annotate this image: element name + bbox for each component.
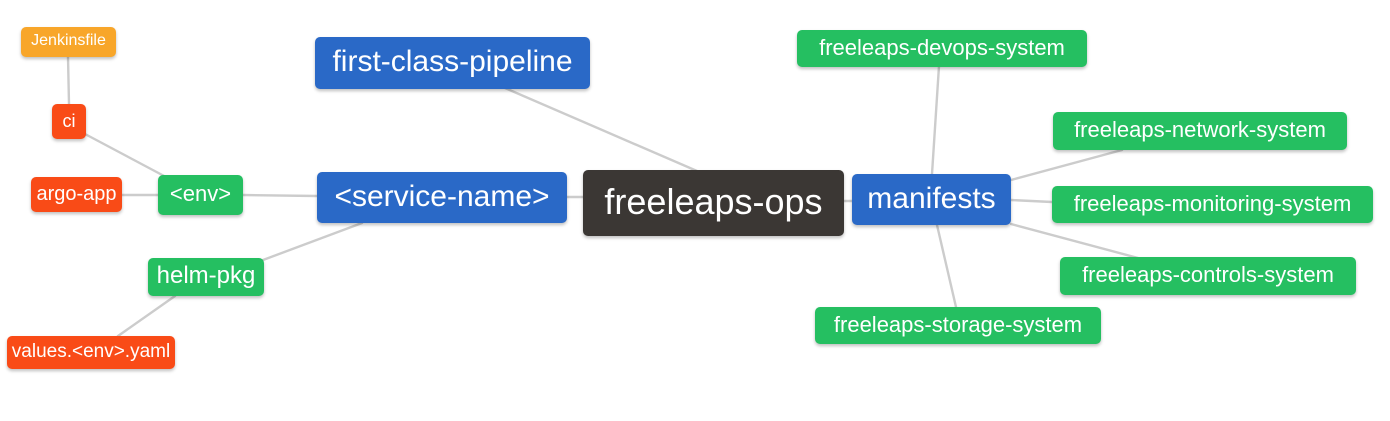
node-network-system[interactable]: freeleaps-network-system (1053, 112, 1347, 150)
node-values-env-yaml[interactable]: values.<env>.yaml (7, 336, 175, 369)
node-controls-system[interactable]: freeleaps-controls-system (1060, 257, 1356, 295)
edge-manifests-to-devops-system (930, 64, 941, 176)
node-argo-app[interactable]: argo-app (31, 177, 122, 212)
edge-manifests-to-controls-system (1009, 222, 1140, 260)
edge-manifests-to-storage-system (935, 223, 958, 309)
node-service-name[interactable]: <service-name> (317, 172, 567, 223)
node-jenkinsfile[interactable]: Jenkinsfile (21, 27, 116, 57)
edge-manifests-to-network-system (1009, 148, 1124, 182)
node-ci[interactable]: ci (52, 104, 86, 139)
node-monitoring-system[interactable]: freeleaps-monitoring-system (1052, 186, 1373, 223)
edge-jenkinsfile-to-ci (66, 55, 71, 106)
edge-env-to-service-name (241, 193, 319, 198)
node-env[interactable]: <env> (158, 175, 243, 215)
edge-manifests-to-monitoring-system (1009, 198, 1054, 204)
edge-helm-pkg-to-service-name (261, 221, 364, 262)
edge-values-env-yaml-to-helm-pkg (116, 294, 177, 338)
node-freeleaps-ops[interactable]: freeleaps-ops (583, 170, 844, 236)
edge-first-class-pipeline-to-freeleaps-ops (503, 86, 699, 173)
node-helm-pkg[interactable]: helm-pkg (148, 258, 264, 296)
node-devops-system[interactable]: freeleaps-devops-system (797, 30, 1087, 67)
node-first-class-pipeline[interactable]: first-class-pipeline (315, 37, 590, 89)
node-storage-system[interactable]: freeleaps-storage-system (815, 307, 1101, 344)
edge-ci-to-env (83, 132, 168, 179)
node-manifests[interactable]: manifests (852, 174, 1011, 225)
